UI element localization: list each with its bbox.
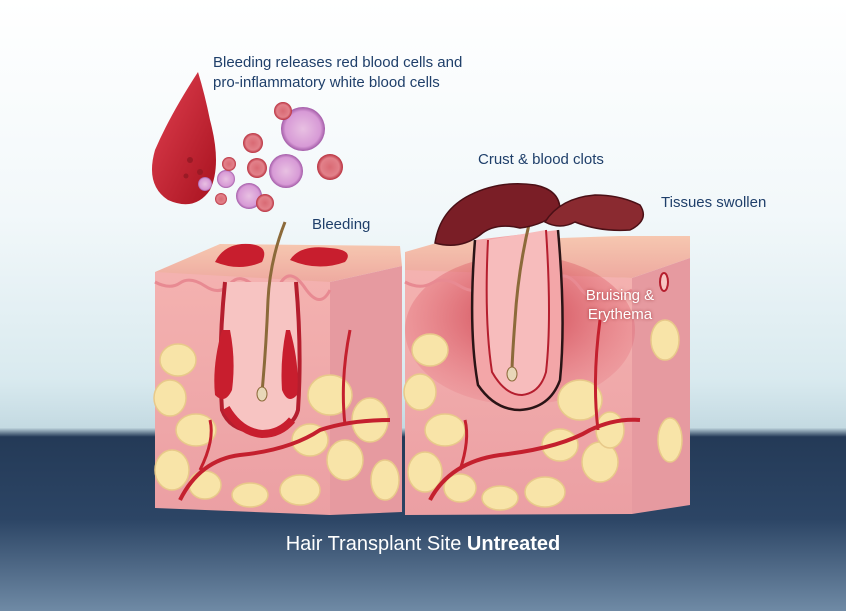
bleeding-releases-line1: Bleeding releases red blood cells and — [213, 54, 463, 71]
crust-clot-right — [543, 194, 645, 232]
bruising-line2: Erythema — [587, 306, 653, 323]
right-skin-block — [403, 183, 690, 515]
tissues-swollen-label: Tissues swollen — [661, 194, 767, 211]
bruising-label: Bruising & Erythema — [578, 286, 662, 324]
crust-label: Crust & blood clots — [478, 151, 604, 168]
blood-drop-icon — [151, 72, 216, 205]
bleeding-releases-line2: pro-inflammatory white blood cells — [213, 74, 440, 91]
fat-tissue-left — [153, 343, 400, 508]
blood-cells-icon — [198, 102, 343, 212]
left-skin-block — [153, 221, 402, 515]
bruising-line1: Bruising & — [585, 287, 655, 304]
caption-bold: Untreated — [466, 533, 561, 555]
caption: Hair Transplant Site Untreated — [0, 533, 846, 556]
bleeding-releases-label: Bleeding releases red blood cells and pr… — [213, 53, 462, 93]
bleeding-label: Bleeding — [312, 216, 371, 233]
caption-normal: Hair Transplant Site — [285, 533, 467, 555]
